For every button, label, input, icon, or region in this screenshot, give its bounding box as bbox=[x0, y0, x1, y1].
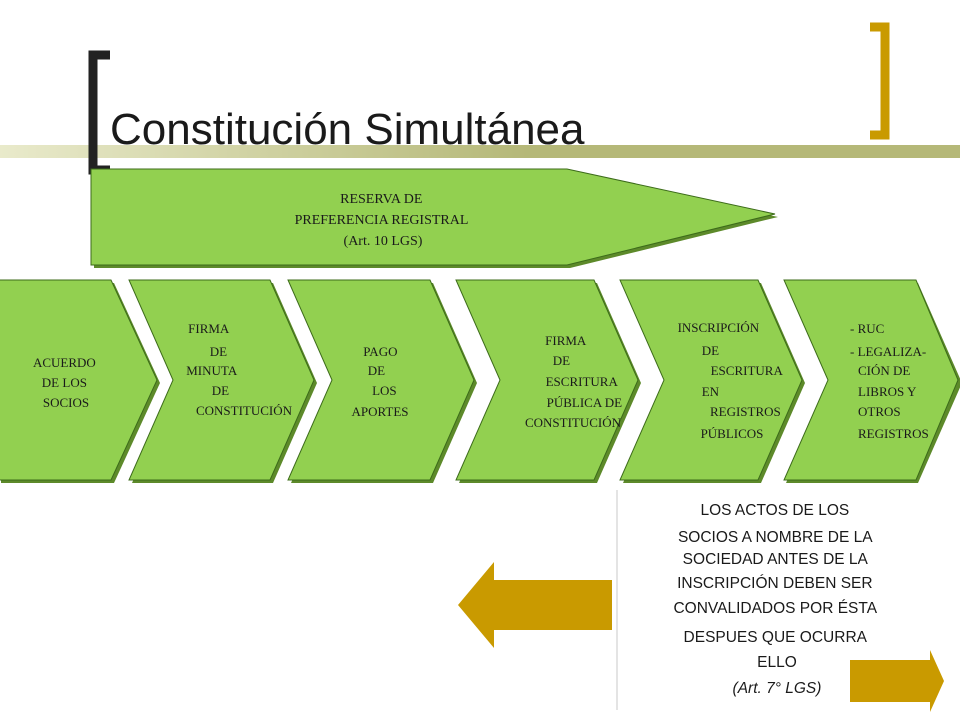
step-firma-escritura: FIRMA DE ESCRITURA PÚBLICA DE CONSTITUCI… bbox=[455, 279, 641, 483]
right-arrow-icon bbox=[850, 650, 944, 712]
step-chevron bbox=[128, 279, 315, 481]
title-underline-bar bbox=[0, 145, 960, 158]
step-firma-minuta: FIRMA DE MINUTA DE CONSTITUCIÓN bbox=[128, 279, 317, 483]
step-label: ACUERDO DE LOS SOCIOS bbox=[33, 355, 99, 410]
process-steps: ACUERDO DE LOS SOCIOS FIRMA DE MINUTA DE… bbox=[0, 279, 960, 483]
reserva-banner-shape bbox=[90, 168, 776, 266]
step-label: - RUC - LEGALIZA- CIÓN DE LIBROS Y OTROS… bbox=[850, 321, 929, 441]
step-label: FIRMA DE MINUTA DE CONSTITUCIÓN bbox=[186, 321, 292, 418]
step-ruc-legalizacion: - RUC - LEGALIZA- CIÓN DE LIBROS Y OTROS… bbox=[783, 279, 960, 483]
step-chevron bbox=[783, 279, 959, 481]
left-arrow-icon bbox=[458, 562, 612, 648]
reserva-banner: RESERVA DE PREFERENCIA REGISTRAL (Art. 1… bbox=[90, 168, 778, 268]
step-label: PAGO DE LOS APORTES bbox=[351, 344, 408, 419]
step-acuerdo-socios: ACUERDO DE LOS SOCIOS bbox=[0, 279, 160, 483]
step-label: FIRMA DE ESCRITURA PÚBLICA DE CONSTITUCI… bbox=[525, 333, 625, 430]
convalidacion-note: LOS ACTOS DE LOS SOCIOS A NOMBRE DE LA S… bbox=[673, 502, 880, 671]
step-pago-aportes: PAGO DE LOS APORTES bbox=[287, 279, 477, 483]
step-chevron bbox=[455, 279, 639, 481]
right-title-bracket bbox=[870, 22, 890, 140]
page-title: Constitución Simultánea bbox=[110, 105, 585, 154]
step-label: INSCRIPCIÓN DE ESCRITURA EN REGISTROS PÚ… bbox=[678, 320, 786, 441]
step-chevron bbox=[0, 279, 158, 481]
step-inscripcion-escritura: INSCRIPCIÓN DE ESCRITURA EN REGISTROS PÚ… bbox=[619, 279, 805, 483]
step-chevron bbox=[287, 279, 475, 481]
reserva-banner-text: RESERVA DE PREFERENCIA REGISTRAL (Art. 1… bbox=[295, 192, 472, 249]
step-chevron bbox=[619, 279, 803, 481]
note-citation: (Art. 7° LGS) bbox=[733, 680, 822, 697]
